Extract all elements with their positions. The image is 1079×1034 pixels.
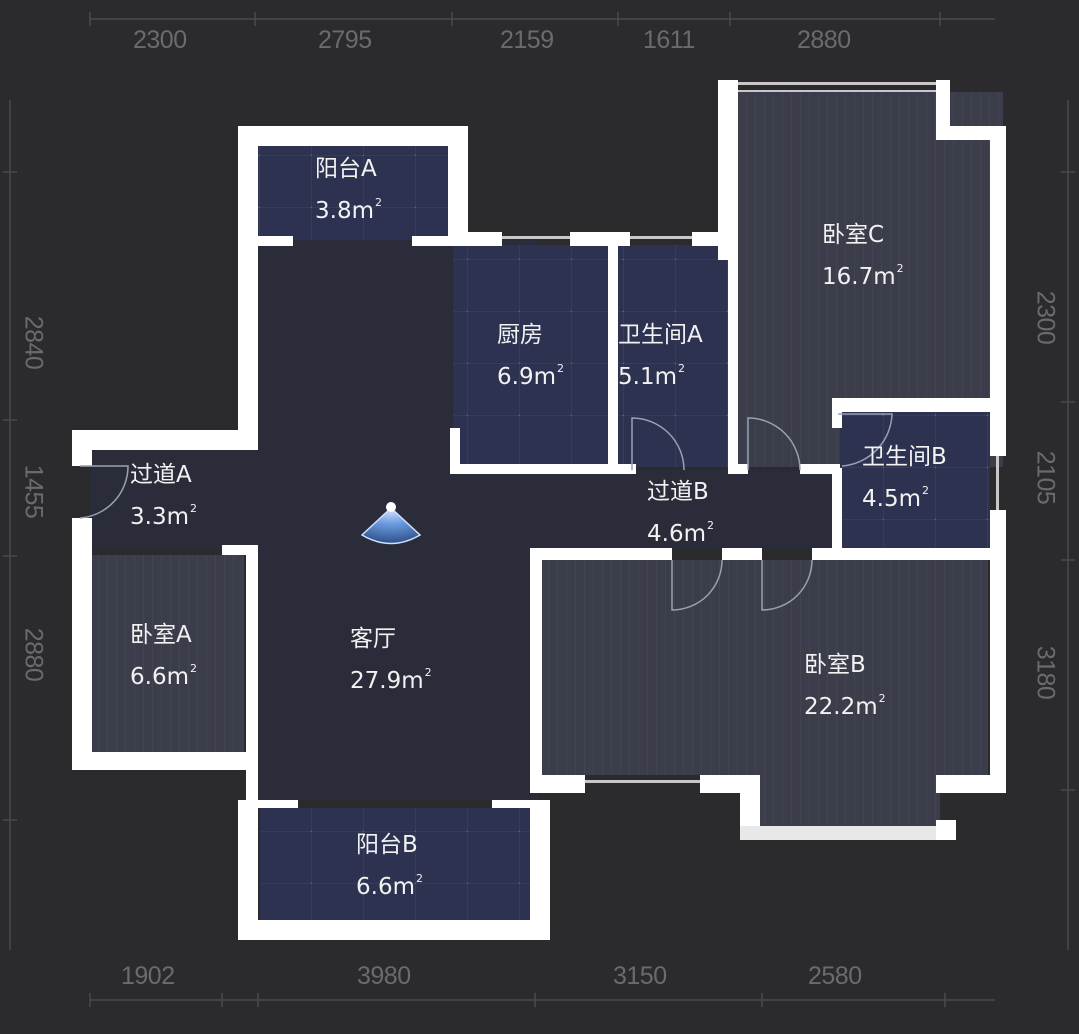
room-name: 卧室B [804, 652, 866, 678]
room-corridor-b[interactable]: 过道B 4.6m2 [647, 475, 714, 551]
dimension-lines [3, 12, 1075, 1007]
room-area: 6.6m2 [130, 662, 197, 690]
room-name: 厨房 [497, 322, 543, 348]
room-area: 4.6m2 [647, 519, 714, 547]
room-area: 5.1m2 [618, 362, 685, 390]
room-area: 27.9m2 [350, 666, 432, 694]
room-bathroom-b[interactable]: 卫生间B 4.5m2 [862, 440, 947, 516]
room-name: 阳台A [315, 156, 377, 182]
room-name: 过道A [130, 462, 192, 488]
dim-left-1: 2840 [19, 315, 48, 370]
room-kitchen[interactable]: 厨房 6.9m2 [497, 318, 564, 394]
room-area: 6.9m2 [497, 362, 564, 390]
camera-view-cone-icon [360, 502, 422, 545]
dim-top-1: 2300 [133, 26, 187, 54]
room-name: 卫生间B [862, 444, 947, 470]
dim-right-2: 2105 [1031, 450, 1060, 505]
dim-left-2: 1455 [19, 464, 48, 519]
room-area: 3.3m2 [130, 502, 197, 530]
dim-right-3: 3180 [1031, 645, 1060, 700]
dim-top-4: 1611 [643, 26, 695, 54]
dim-top-2: 2795 [318, 26, 372, 54]
dim-right-1: 2300 [1031, 290, 1060, 345]
room-area: 3.8m2 [315, 196, 382, 224]
room-bedroom-a[interactable]: 卧室A 6.6m2 [130, 618, 197, 694]
room-name: 卫生间A [618, 322, 703, 348]
room-area: 4.5m2 [862, 484, 929, 512]
room-balcony-b[interactable]: 阳台B 6.6m2 [356, 828, 423, 904]
room-corridor-a[interactable]: 过道A 3.3m2 [130, 458, 197, 534]
room-name: 卧室C [822, 222, 885, 248]
room-bedroom-c[interactable]: 卧室C 16.7m2 [822, 218, 904, 294]
room-balcony-a[interactable]: 阳台A 3.8m2 [315, 152, 382, 228]
dim-top-5: 2880 [797, 26, 851, 54]
room-name: 过道B [647, 479, 709, 505]
dim-bottom-4: 2580 [808, 962, 862, 990]
door-swings [79, 413, 893, 611]
room-bedroom-b[interactable]: 卧室B 22.2m2 [804, 648, 886, 724]
room-bathroom-a[interactable]: 卫生间A 5.1m2 [618, 318, 703, 394]
room-area: 6.6m2 [356, 872, 423, 900]
dim-bottom-3: 3150 [613, 962, 667, 990]
dim-bottom-1: 1902 [121, 962, 175, 990]
dim-left-3: 2880 [19, 627, 48, 682]
room-name: 卧室A [130, 622, 192, 648]
dim-bottom-2: 3980 [357, 962, 411, 990]
room-name: 客厅 [350, 626, 396, 652]
room-name: 阳台B [356, 832, 418, 858]
walls [72, 80, 1006, 940]
room-area: 22.2m2 [804, 692, 886, 720]
dim-top-3: 2159 [500, 26, 554, 54]
room-living-room[interactable]: 客厅 27.9m2 [350, 622, 432, 698]
room-area: 16.7m2 [822, 262, 904, 290]
